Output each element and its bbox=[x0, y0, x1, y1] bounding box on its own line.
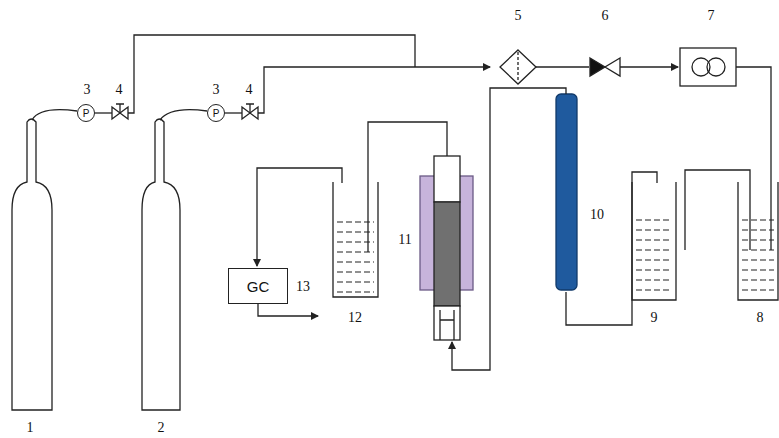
liquid-level bbox=[742, 289, 774, 290]
callout-number: 8 bbox=[757, 311, 764, 325]
liquid-level bbox=[337, 281, 374, 282]
callout-number: 1 bbox=[27, 421, 34, 435]
node-text: P bbox=[213, 108, 220, 119]
callout-number: 2 bbox=[158, 421, 165, 435]
gas-chromatograph: GC bbox=[228, 268, 288, 304]
liquid-level bbox=[742, 259, 774, 260]
liquid-level bbox=[337, 291, 374, 292]
liquid-level bbox=[742, 219, 774, 220]
callout-number: 5 bbox=[515, 9, 522, 23]
callout-number: 4 bbox=[246, 83, 253, 97]
liquid-level bbox=[636, 229, 672, 230]
liquid-level bbox=[742, 279, 774, 280]
liquid-level bbox=[742, 229, 774, 230]
liquid-level bbox=[636, 259, 672, 260]
liquid-level bbox=[636, 269, 672, 270]
liquid-level bbox=[337, 221, 374, 222]
callout-number: 7 bbox=[708, 9, 715, 23]
liquid-level bbox=[636, 249, 672, 250]
pressure-gauge: P bbox=[207, 104, 225, 122]
node-text: GC bbox=[247, 278, 270, 295]
callout-number: 3 bbox=[213, 83, 220, 97]
callout-number: 13 bbox=[296, 280, 310, 294]
pressure-gauge: P bbox=[77, 104, 95, 122]
liquid-level bbox=[337, 251, 374, 252]
callout-number: 12 bbox=[348, 311, 362, 325]
liquid-level bbox=[742, 269, 774, 270]
callout-number: 10 bbox=[590, 208, 604, 222]
callout-number: 4 bbox=[116, 83, 123, 97]
callout-number: 11 bbox=[398, 233, 411, 247]
liquid-level bbox=[636, 279, 672, 280]
liquid-level bbox=[337, 271, 374, 272]
callout-number: 6 bbox=[602, 9, 609, 23]
liquid-level bbox=[337, 231, 374, 232]
liquid-level bbox=[742, 249, 774, 250]
liquid-level bbox=[636, 219, 672, 220]
callout-number: 3 bbox=[84, 83, 91, 97]
callout-number: 9 bbox=[651, 311, 658, 325]
liquid-level bbox=[337, 261, 374, 262]
node-text: P bbox=[83, 108, 90, 119]
liquid-level bbox=[337, 241, 374, 242]
liquid-level bbox=[742, 239, 774, 240]
liquid-level bbox=[636, 239, 672, 240]
liquid-level bbox=[636, 289, 672, 290]
